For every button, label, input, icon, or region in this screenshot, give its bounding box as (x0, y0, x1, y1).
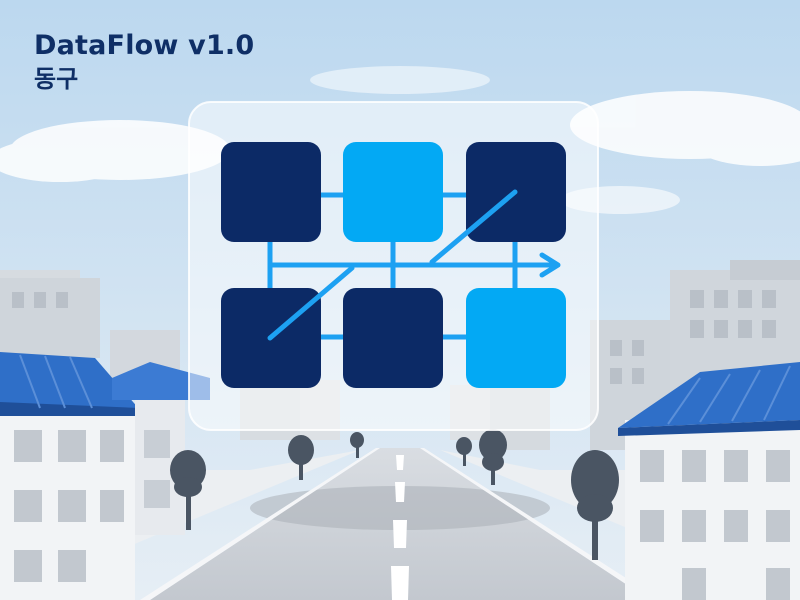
app-title: DataFlow v1.0 (34, 30, 255, 61)
lane-markings (391, 455, 409, 600)
title-block: DataFlow v1.0 동구 (34, 30, 254, 94)
building-left (0, 352, 210, 600)
tile-r0-c0 (221, 142, 321, 242)
app-subtitle: 동구 (34, 65, 79, 93)
building-right (618, 362, 800, 600)
dataflow-grid-logo-icon (221, 142, 566, 388)
tile-r1-c2 (466, 288, 566, 388)
flow-arrow-icon (539, 252, 561, 278)
diagonal-flows (267, 189, 518, 341)
tile-r0-c1 (343, 142, 443, 242)
trees (170, 429, 619, 560)
curb-right (420, 448, 660, 600)
tile-r1-c1 (343, 288, 443, 388)
curb-left (140, 448, 380, 600)
road-shadow (250, 486, 550, 530)
